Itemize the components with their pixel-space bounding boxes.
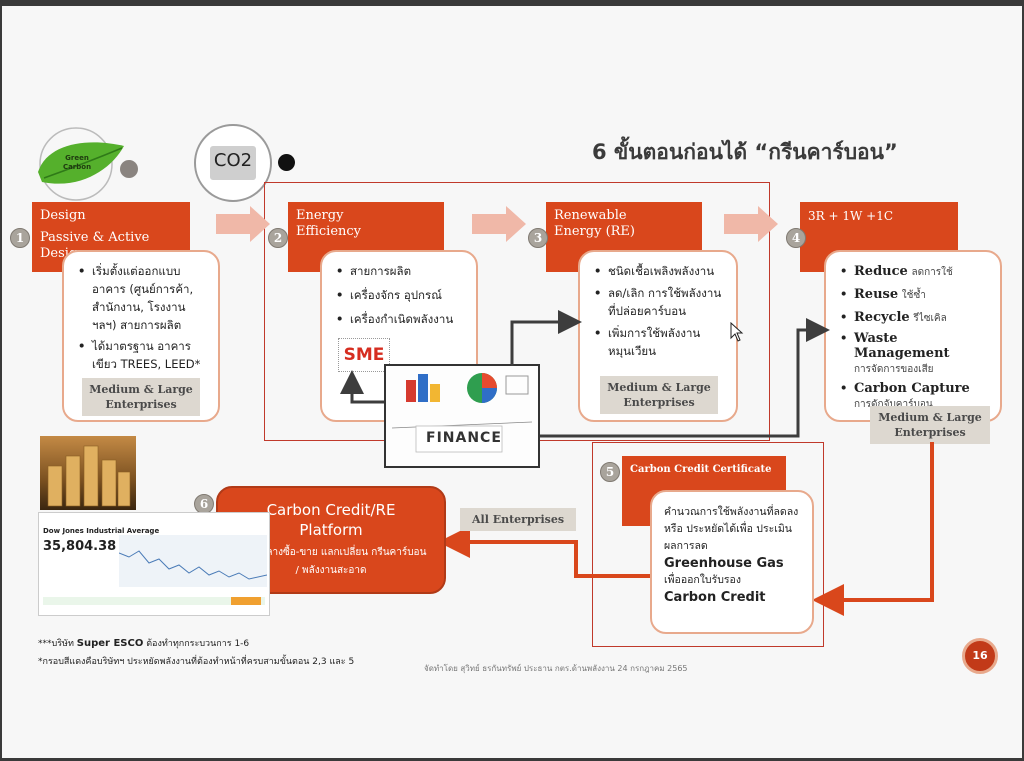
step5-body1: คำนวณการใช้พลังงานที่ลดลง หรือ ประหยัดได… [664,506,799,552]
green-carbon-logo: Green Carbon [32,124,134,202]
step3-title: Renewable [554,208,627,223]
step2-title: Energy [296,208,344,223]
step3-item-2: ลด/เลิก การใช้พลังงาน ที่ปล่อยคาร์บอน [594,284,726,320]
step3-number: 3 [528,228,548,248]
logo-text: Green Carbon [62,154,92,171]
co2-icon: CO2 [194,124,272,202]
coins-image [40,436,136,510]
step1-title: Design [40,208,86,223]
step6-title: Carbon Credit/RE [266,501,396,519]
red-frame-step-5 [592,442,824,647]
sme-badge: SME [338,338,390,372]
footnote-1: ***บริษัท Super ESCO ต้องทำทุกกระบวนการ … [38,638,250,649]
arrow-3-4 [724,206,778,242]
step4-item-1: Reduce ลดการใช้ [840,262,990,282]
all-enterprises-tag: All Enterprises [460,508,576,531]
grey-dot-icon [120,160,138,178]
arrow-1-2 [216,206,270,242]
page-title: 6 ขั้นตอนก่อนได้ “กรีนคาร์บอน” [592,140,898,164]
page-number: 16 [972,649,988,662]
step6-sub: ตลาดกลางซื้อ-ขาย แลกเปลี่ยน กรีนคาร์บอน … [235,547,427,576]
step3-item-3: เพิ่มการใช้พลังงาน หมุนเวียน [594,324,726,360]
step4-number: 4 [786,228,806,248]
stock-chart-image: Dow Jones Industrial Average 35,804.38 [38,512,270,616]
step1-item-2: ได้มาตรฐาน อาคาร เขียว TREES, LEED* [78,337,208,373]
step3-subtitle: Energy (RE) [554,224,635,239]
step3-tag: Medium & Large Enterprises [600,376,718,414]
step1-tag: Medium & Large Enterprises [82,378,200,416]
step2-item-2: เครื่องจักร อุปกรณ์ [336,286,466,304]
step3-item-1: ชนิดเชื้อเพลิงพลังงาน [594,262,726,280]
black-dot-icon [278,154,295,171]
connector-lines [340,310,934,616]
step2-subtitle: Efficiency [296,224,362,239]
step2-item-1: สายการผลิต [336,262,466,280]
arrow-2-3 [472,206,526,242]
step5-body2: เพื่อออกใบรับรอง [664,574,741,586]
step5-bold1: Greenhouse Gas [664,556,784,571]
step2-item-3: เครื่องกำเนิดพลังงาน [336,310,466,328]
step4-item-3: Recycle รีไซเคิล [840,308,990,328]
step5-number: 5 [600,462,620,482]
stock-value: 35,804.38 [43,539,117,554]
step2-number: 2 [268,228,288,248]
step1-item-1: เริ่มตั้งแต่ออกแบบ อาคาร (ศูนย์การค้า, ส… [78,262,208,334]
page-number-badge: 16 [962,638,998,674]
stock-index-name: Dow Jones Industrial Average [43,527,160,535]
cursor-icon [730,322,744,342]
step4-card: Reduce ลดการใช้ Reuse ใช้ซ้ำ Recycle รีไ… [824,250,1002,422]
finance-label: FINANCE [426,430,502,446]
sme-label: SME [343,345,385,365]
step5-card: คำนวณการใช้พลังงานที่ลดลง หรือ ประหยัดได… [650,490,814,634]
step4-title: 3R + 1W +1C [808,209,894,223]
finance-image: FINANCE [384,364,540,468]
step5-bold2: Carbon Credit [664,590,766,605]
step4-item-2: Reuse ใช้ซ้ำ [840,285,990,305]
credit-line: จัดทำโดย สุวิทย์ ธรกันทรัพย์ ประธาน กตร.… [424,664,688,673]
step5-title: Carbon Credit Certificate [630,464,772,475]
step6-subtitle: Platform [299,521,363,539]
footnote-2: *กรอบสีแดงคือบริษัทฯ ประหยัดพลังงานที่ต้… [38,657,355,667]
step1-number: 1 [10,228,30,248]
slide: 6 ขั้นตอนก่อนได้ “กรีนคาร์บอน” Green Car… [2,6,1022,758]
step6-number: 6 [194,494,214,514]
co2-label: CO2 [213,150,253,171]
step4-tag: Medium & Large Enterprises [870,406,990,444]
